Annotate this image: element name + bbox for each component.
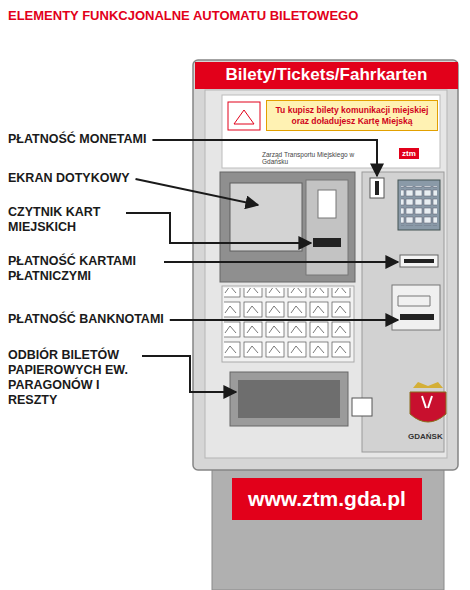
card-reader-icon	[318, 190, 336, 218]
callout-label: PŁATNOŚĆ MONETAMI	[8, 132, 146, 147]
banknote-icon	[398, 296, 430, 306]
banknote-acceptor	[392, 285, 440, 330]
screen-recess	[220, 172, 355, 282]
leader-line	[152, 140, 377, 176]
machine-housing	[193, 60, 458, 470]
gdansk-crest	[410, 392, 446, 422]
callout-label: CZYTNIK KART MIEJSKICH	[8, 205, 120, 235]
node-text: www.ztm.gda.pl	[248, 486, 406, 511]
diagram-title: ELEMENTY FUNKCJONALNE AUTOMATU BILETOWEG…	[8, 8, 358, 23]
banknote-slot	[400, 314, 434, 320]
coin-slot	[375, 181, 379, 195]
callout-label: EKRAN DOTYKOWY	[8, 171, 130, 186]
node-text: Tu kupisz bilety komunikacji miejskiej o…	[270, 105, 434, 125]
header-band: Bilety/Tickets/Fahrkarten	[195, 62, 458, 89]
info-panel	[222, 95, 440, 168]
machine-base	[212, 462, 444, 590]
website-band: www.ztm.gda.pl	[232, 478, 422, 520]
leader-line	[142, 356, 236, 392]
callout-label: PŁATNOŚĆ KARTAMI PŁATNICZYMI	[8, 254, 158, 284]
info-icon	[228, 102, 260, 130]
ticket-tray-opening	[238, 380, 340, 418]
ticket-stickers	[222, 286, 354, 362]
pin-pad-keys	[401, 186, 437, 226]
callout-label: ODBIÓR BILETÓW PAPIEROWYCH EW. PARAGONÓW…	[8, 348, 136, 408]
info-icon-glyph	[234, 110, 254, 124]
leader-line	[136, 179, 258, 205]
info-sticker: Tu kupisz bilety komunikacji miejskiej o…	[266, 100, 438, 131]
touch-screen	[230, 183, 302, 251]
coin-slot-plate	[370, 178, 384, 198]
node-text: Bilety/Tickets/Fahrkarten	[226, 65, 428, 85]
ztm-logo: ztm	[399, 148, 419, 159]
card-reader-slot	[313, 238, 341, 247]
city-name: GDAŃSK	[408, 432, 443, 441]
payment-card-slot	[404, 259, 434, 263]
operator-text: Zarząd Transportu Miejskiego w Gdańsku	[262, 151, 372, 166]
ticket-tray	[230, 372, 348, 426]
receipt-icon	[352, 398, 372, 416]
crest-crown	[413, 382, 443, 388]
payment-card-slot-plate	[400, 255, 438, 267]
callout-label: PŁATNOŚĆ BANKNOTAMI	[8, 312, 164, 327]
city-card-reader	[306, 180, 348, 275]
leader-line	[164, 261, 398, 263]
front-panel	[205, 90, 447, 458]
crest-crosses	[422, 396, 432, 408]
ticket-sticker-icons	[224, 288, 352, 360]
leader-line	[126, 213, 311, 243]
pin-pad	[398, 180, 440, 230]
leader-line	[170, 319, 398, 321]
